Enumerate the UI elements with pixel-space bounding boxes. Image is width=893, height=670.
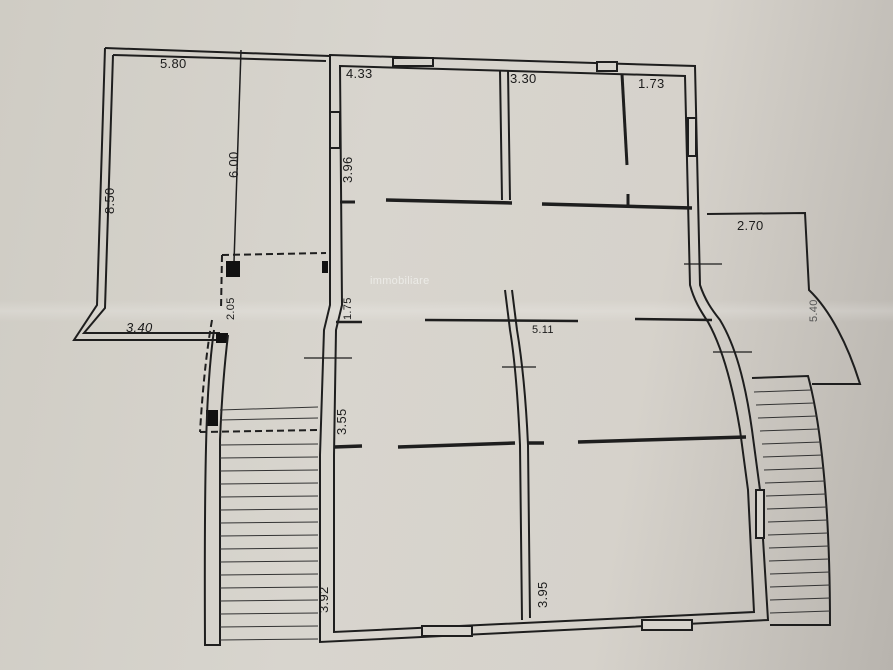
dim-room-mid-left-height: 3.55 [334, 408, 349, 435]
left-terrace [72, 47, 331, 433]
interior-walls [304, 69, 752, 621]
dim-corridor-left: 1.75 [342, 297, 354, 320]
watermark: immobiliare [370, 275, 430, 287]
dim-left-terrace-inner: 6.00 [226, 151, 241, 178]
dim-room-top-mid-width: 3.30 [510, 71, 537, 86]
dim-room-bottom-right-height: 3.95 [535, 581, 550, 608]
left-staircase [203, 329, 319, 646]
right-balcony [706, 211, 862, 385]
dim-left-terrace-bottom: 3.40 [126, 320, 153, 335]
dim-left-terrace-width: 5.80 [160, 56, 187, 71]
dim-corridor-length: 5.11 [532, 324, 554, 336]
dim-passage-width: 2.05 [225, 297, 237, 320]
main-building-walls [319, 53, 770, 644]
dim-right-balcony-width: 2.70 [737, 218, 764, 233]
dim-room-top-left-width: 4.33 [346, 66, 373, 81]
right-staircase [751, 374, 832, 626]
dim-room-top-right-width: 1.73 [638, 76, 665, 91]
dim-room-top-left-height: 3.96 [340, 156, 355, 183]
paper-fold-shadow [0, 300, 893, 322]
dim-room-bottom-left-height: 3.92 [316, 586, 331, 613]
dim-left-terrace-length: 8.50 [102, 187, 117, 214]
dim-right-balcony-side: 5.40 [808, 299, 820, 322]
